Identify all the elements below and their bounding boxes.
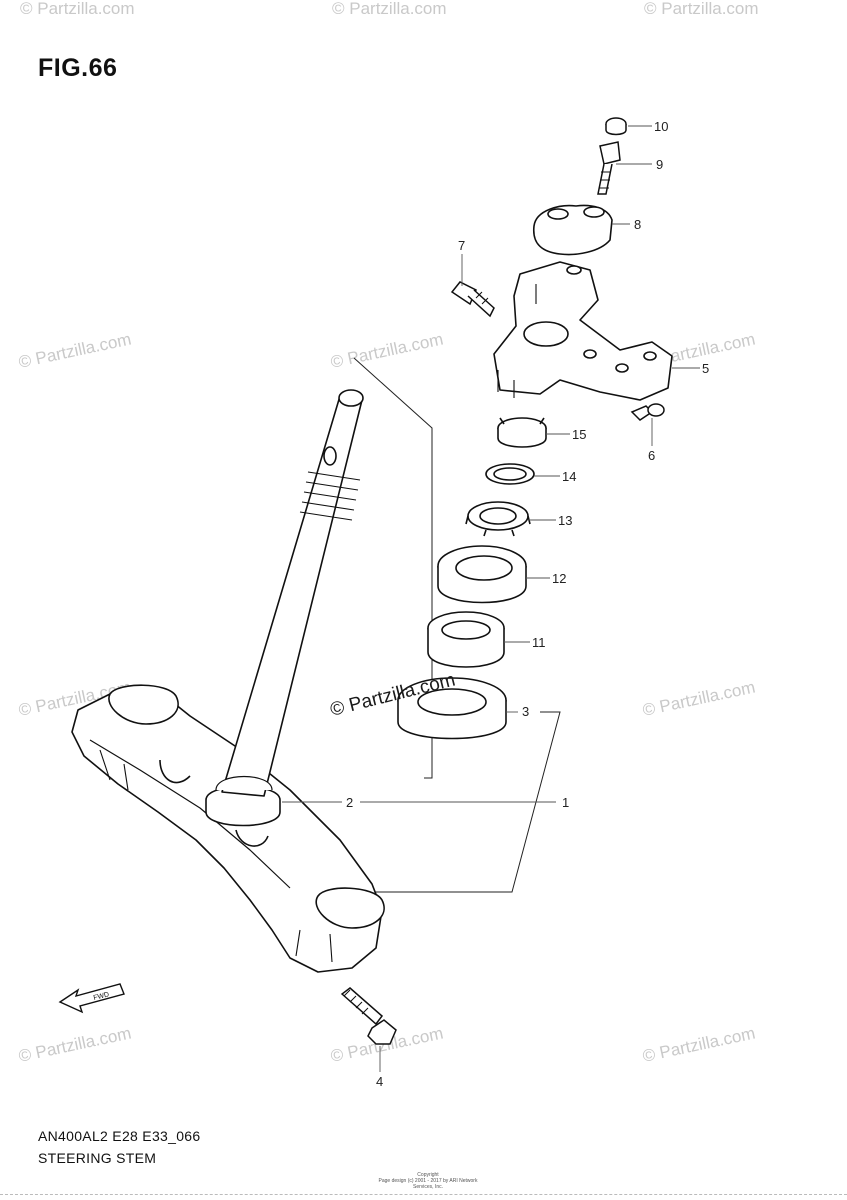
callout-15: 15 xyxy=(572,427,586,442)
watermark: © Partzilla.com xyxy=(20,0,135,18)
fwd-label: FWD xyxy=(93,991,110,1002)
part-15-nut xyxy=(497,417,547,448)
callout-7: 7 xyxy=(458,238,465,253)
watermark: © Partzilla.com xyxy=(641,1024,757,1066)
watermark-layer: © Partzilla.com © Partzilla.com © Partzi… xyxy=(17,0,759,1066)
watermark: © Partzilla.com xyxy=(17,1024,133,1066)
figure-title: FIG.66 xyxy=(38,54,118,82)
part-13-nut xyxy=(465,501,531,537)
part-1-lower-bracket xyxy=(71,684,385,973)
part-6-screw xyxy=(630,403,665,421)
copyright-notice: Copyright Page design (c) 2001 - 2017 by… xyxy=(368,1172,488,1190)
copyright-line-2: Page design (c) 2001 - 2017 by ARI Netwo… xyxy=(378,1178,478,1190)
part-9-bolt xyxy=(597,141,621,195)
section-name: STEERING STEM xyxy=(38,1150,157,1166)
watermark: © Partzilla.com xyxy=(644,0,759,18)
watermark: © Partzilla.com xyxy=(332,0,447,18)
watermark: © Partzilla.com xyxy=(329,330,445,372)
callout-6: 6 xyxy=(648,448,655,463)
model-code: AN400AL2 E28 E33_066 xyxy=(38,1128,201,1144)
part-12-seal xyxy=(437,545,527,604)
part-10-cap xyxy=(605,117,627,136)
watermark: © Partzilla.com xyxy=(641,678,757,720)
callout-13: 13 xyxy=(558,513,572,528)
part-4-bolt xyxy=(340,987,397,1045)
callout-9: 9 xyxy=(656,157,663,172)
part-2-steering-stem xyxy=(205,389,364,827)
callout-12: 12 xyxy=(552,571,566,586)
leader-lines xyxy=(282,125,700,1072)
callout-14: 14 xyxy=(562,469,576,484)
callout-3: 3 xyxy=(522,704,529,719)
bottom-divider xyxy=(0,1194,847,1195)
callout-4: 4 xyxy=(376,1074,383,1089)
callout-10: 10 xyxy=(654,119,668,134)
part-8-handlebar-holder xyxy=(533,204,613,256)
callout-2: 2 xyxy=(346,795,353,810)
watermark: © Partzilla.com xyxy=(17,330,133,372)
part-7-bolt xyxy=(450,281,495,318)
callout-5: 5 xyxy=(702,361,709,376)
callout-labels: 1 2 3 4 5 6 7 8 9 10 11 12 13 14 15 xyxy=(346,119,709,1089)
part-11-bearing xyxy=(427,611,505,668)
callout-8: 8 xyxy=(634,217,641,232)
part-14-washer xyxy=(485,463,535,485)
part-5-upper-bracket xyxy=(493,261,673,401)
callout-11: 11 xyxy=(532,635,546,650)
copyright-line-1: Copyright xyxy=(417,1172,439,1178)
callout-1: 1 xyxy=(562,795,569,810)
fwd-arrow-icon: FWD xyxy=(58,983,125,1014)
part-3-bearing xyxy=(397,677,507,740)
